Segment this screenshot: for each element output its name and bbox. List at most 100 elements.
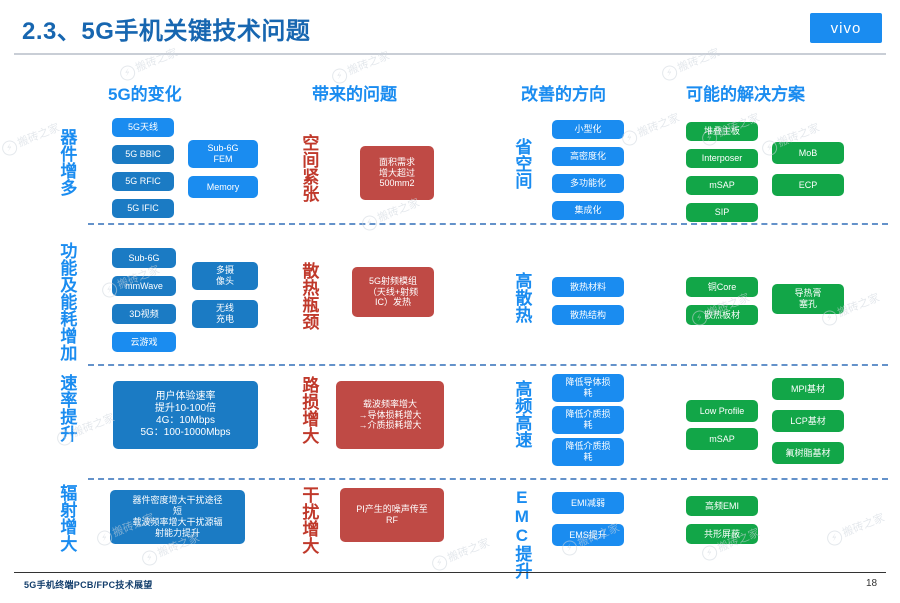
row-device-count-direction-label: 省空间 (512, 138, 532, 189)
row-function-power-cause-label: 功能及能耗增加 (57, 242, 77, 361)
chip-label: 5G天线 (127, 122, 158, 133)
row-device-count-solution-chip-0[interactable]: 堆叠主板 (686, 122, 758, 141)
row-function-power-change-chip-4[interactable]: 多摄像头 (192, 262, 258, 290)
row-device-count-change-chip-0[interactable]: 5G天线 (112, 118, 174, 137)
row-function-power-problem-label: 散热瓶颈 (299, 262, 319, 330)
row-device-count-direction-chip-1[interactable]: 高密度化 (552, 147, 624, 166)
row-function-power-change-chip-2[interactable]: 3D视频 (112, 304, 176, 324)
chip-label: 多功能化 (569, 178, 606, 189)
row-function-power-change-chip-5[interactable]: 无线充电 (192, 300, 258, 328)
chip-label: EMI减弱 (570, 497, 605, 508)
chip-label: 集成化 (574, 205, 602, 216)
row-device-count-cause-label: 器件增多 (57, 128, 77, 196)
row-speed-increase-solution-chip-3[interactable]: LCP基材 (772, 410, 844, 432)
chip-label: 无线充电 (215, 303, 234, 324)
chip-label: 多摄像头 (215, 265, 234, 286)
row-device-count-direction-chip-2[interactable]: 多功能化 (552, 174, 624, 193)
row-radiation-increase-solution-chip-0[interactable]: 高频EMI (686, 496, 758, 516)
row-radiation-increase-cause-label: 辐射增大 (57, 484, 77, 552)
chip-label: 降低介质损耗 (565, 409, 611, 430)
row-divider-3 (88, 478, 888, 480)
chip-label: LCP基材 (790, 415, 826, 426)
row-function-power-change-chip-0[interactable]: Sub-6G (112, 248, 176, 268)
row-radiation-increase-direction-chip-1[interactable]: EMS提升 (552, 524, 624, 546)
row-device-count-direction-chip-0[interactable]: 小型化 (552, 120, 624, 139)
chip-label: 器件密度增大干扰途径短载波频率增大干扰源辐射能力提升 (132, 495, 223, 538)
row-function-power-solution-chip-1[interactable]: 散热板材 (686, 305, 758, 325)
row-device-count-change-chip-2[interactable]: 5G RFIC (112, 172, 174, 191)
row-device-count-change-chip-1[interactable]: 5G BBIC (112, 145, 174, 164)
footer-caption: 5G手机终端PCB/FPC技术展望 (24, 580, 153, 590)
row-speed-increase-direction-chip-1[interactable]: 降低介质损耗 (552, 406, 624, 434)
column-header-2: 带来的问题 (312, 85, 397, 104)
chip-label: 氟树脂基材 (785, 447, 831, 458)
chip-label: 导热膏塞孔 (794, 288, 822, 309)
chip-label: 载波频率增大→导体损耗增大→介质损耗增大 (358, 398, 422, 431)
row-speed-increase-solution-chip-2[interactable]: MPI基材 (772, 378, 844, 400)
row-divider-1 (88, 223, 888, 225)
footer-divider (14, 572, 886, 573)
row-device-count-solution-chip-2[interactable]: mSAP (686, 176, 758, 195)
column-header-4: 可能的解决方案 (686, 85, 805, 104)
row-device-count-solution-chip-4[interactable]: MoB (772, 142, 844, 164)
row-function-power-change-chip-1[interactable]: mmWave (112, 276, 176, 296)
chip-label: 5G IFIC (127, 203, 159, 214)
chip-label: mSAP (709, 180, 735, 191)
chip-label: ECP (798, 179, 818, 190)
chip-label: 高密度化 (569, 151, 606, 162)
column-header-3: 改善的方向 (521, 85, 606, 104)
row-speed-increase-solution-chip-0[interactable]: Low Profile (686, 400, 758, 422)
row-radiation-increase-change-chip-0[interactable]: 器件密度增大干扰途径短载波频率增大干扰源辐射能力提升 (110, 490, 245, 544)
row-speed-increase-direction-chip-0[interactable]: 降低导体损耗 (552, 374, 624, 402)
row-speed-increase-problem-chip-0[interactable]: 载波频率增大→导体损耗增大→介质损耗增大 (336, 381, 444, 449)
row-function-power-direction-chip-1[interactable]: 散热结构 (552, 305, 624, 325)
row-function-power-change-chip-3[interactable]: 云游戏 (112, 332, 176, 352)
page-title: 2.3、5G手机关键技术问题 (22, 18, 311, 45)
row-device-count-change-chip-3[interactable]: 5G IFIC (112, 199, 174, 218)
chip-label: 高频EMI (704, 500, 739, 511)
chip-label: 云游戏 (130, 336, 158, 347)
row-radiation-increase-solution-chip-1[interactable]: 共形屏蔽 (686, 524, 758, 544)
chip-label: 降低介质损耗 (565, 441, 611, 462)
chip-label: 共形屏蔽 (703, 528, 740, 539)
chip-label: MPI基材 (790, 383, 825, 394)
row-function-power-solution-chip-2[interactable]: 导热膏塞孔 (772, 284, 844, 314)
chip-label: 5G BBIC (125, 149, 161, 160)
chip-label: SIP (714, 207, 730, 218)
row-speed-increase-solution-chip-4[interactable]: 氟树脂基材 (772, 442, 844, 464)
row-speed-increase-direction-chip-2[interactable]: 降低介质损耗 (552, 438, 624, 466)
row-speed-increase-solution-chip-1[interactable]: mSAP (686, 428, 758, 450)
row-speed-increase-cause-label: 速率提升 (57, 374, 77, 442)
row-device-count-solution-chip-5[interactable]: ECP (772, 174, 844, 196)
chip-label: 堆叠主板 (703, 126, 740, 137)
row-device-count-change-chip-5[interactable]: Memory (188, 176, 258, 198)
chip-label: EMS提升 (569, 529, 607, 540)
row-device-count-solution-chip-1[interactable]: Interposer (686, 149, 758, 168)
header-divider (14, 53, 886, 55)
row-radiation-increase-direction-chip-0[interactable]: EMI减弱 (552, 492, 624, 514)
chip-label: Memory (206, 181, 240, 192)
row-function-power-solution-chip-0[interactable]: 铜Core (686, 277, 758, 297)
chip-label: Sub-6G (128, 252, 160, 263)
chip-label: mSAP (709, 433, 735, 444)
row-device-count-solution-chip-3[interactable]: SIP (686, 203, 758, 222)
chip-label: MoB (798, 147, 818, 158)
row-function-power-direction-chip-0[interactable]: 散热材料 (552, 277, 624, 297)
chip-label: 散热板材 (703, 309, 740, 320)
row-radiation-increase-problem-label: 干扰增大 (299, 486, 319, 554)
row-device-count-direction-chip-3[interactable]: 集成化 (552, 201, 624, 220)
row-radiation-increase-direction-label: EMC提升 (512, 488, 532, 579)
chip-label: 小型化 (574, 124, 602, 135)
row-divider-2 (88, 364, 888, 366)
